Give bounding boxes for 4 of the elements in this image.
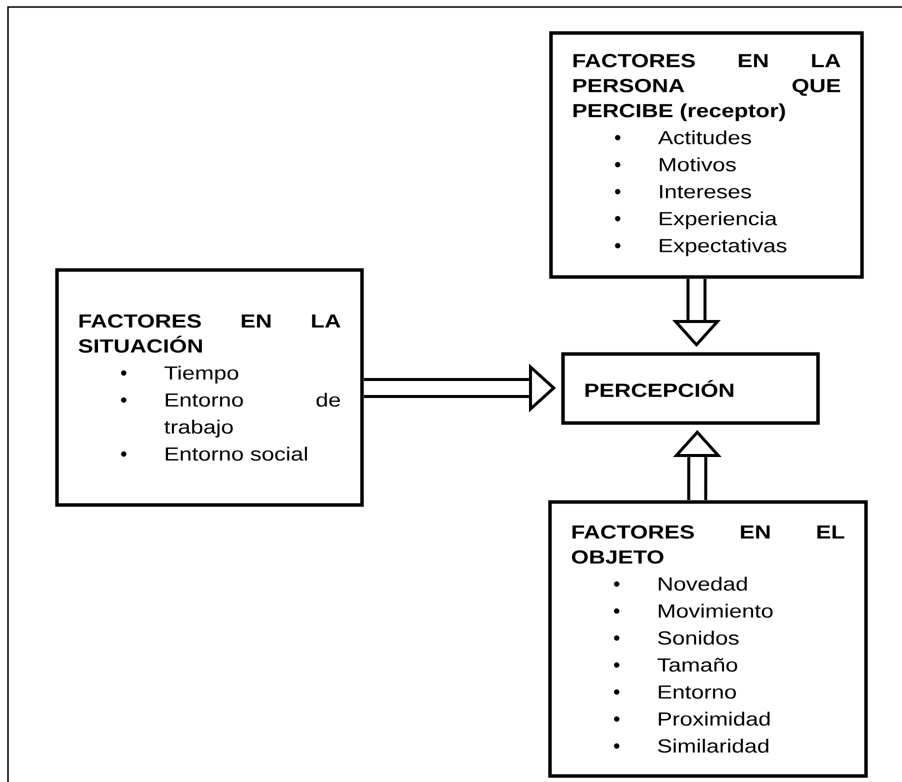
perception-box: PERCEPCIÓN	[561, 352, 820, 425]
factor-box: FACTORES EN LA PERSONA QUE PERCIBE (receptor) Actitudes Motivos Intereses Experiencia Expectativas	[549, 31, 864, 279]
factor-box: FACTORES EN LA SITUACIÓN Tiempo Entorno de trabajo Entorno social	[55, 268, 364, 507]
factor-box: FACTORES EN EL OBJETO Novedad Movimiento Sonidos Tamaño Entorno Proximidad Similaridad	[548, 500, 868, 778]
